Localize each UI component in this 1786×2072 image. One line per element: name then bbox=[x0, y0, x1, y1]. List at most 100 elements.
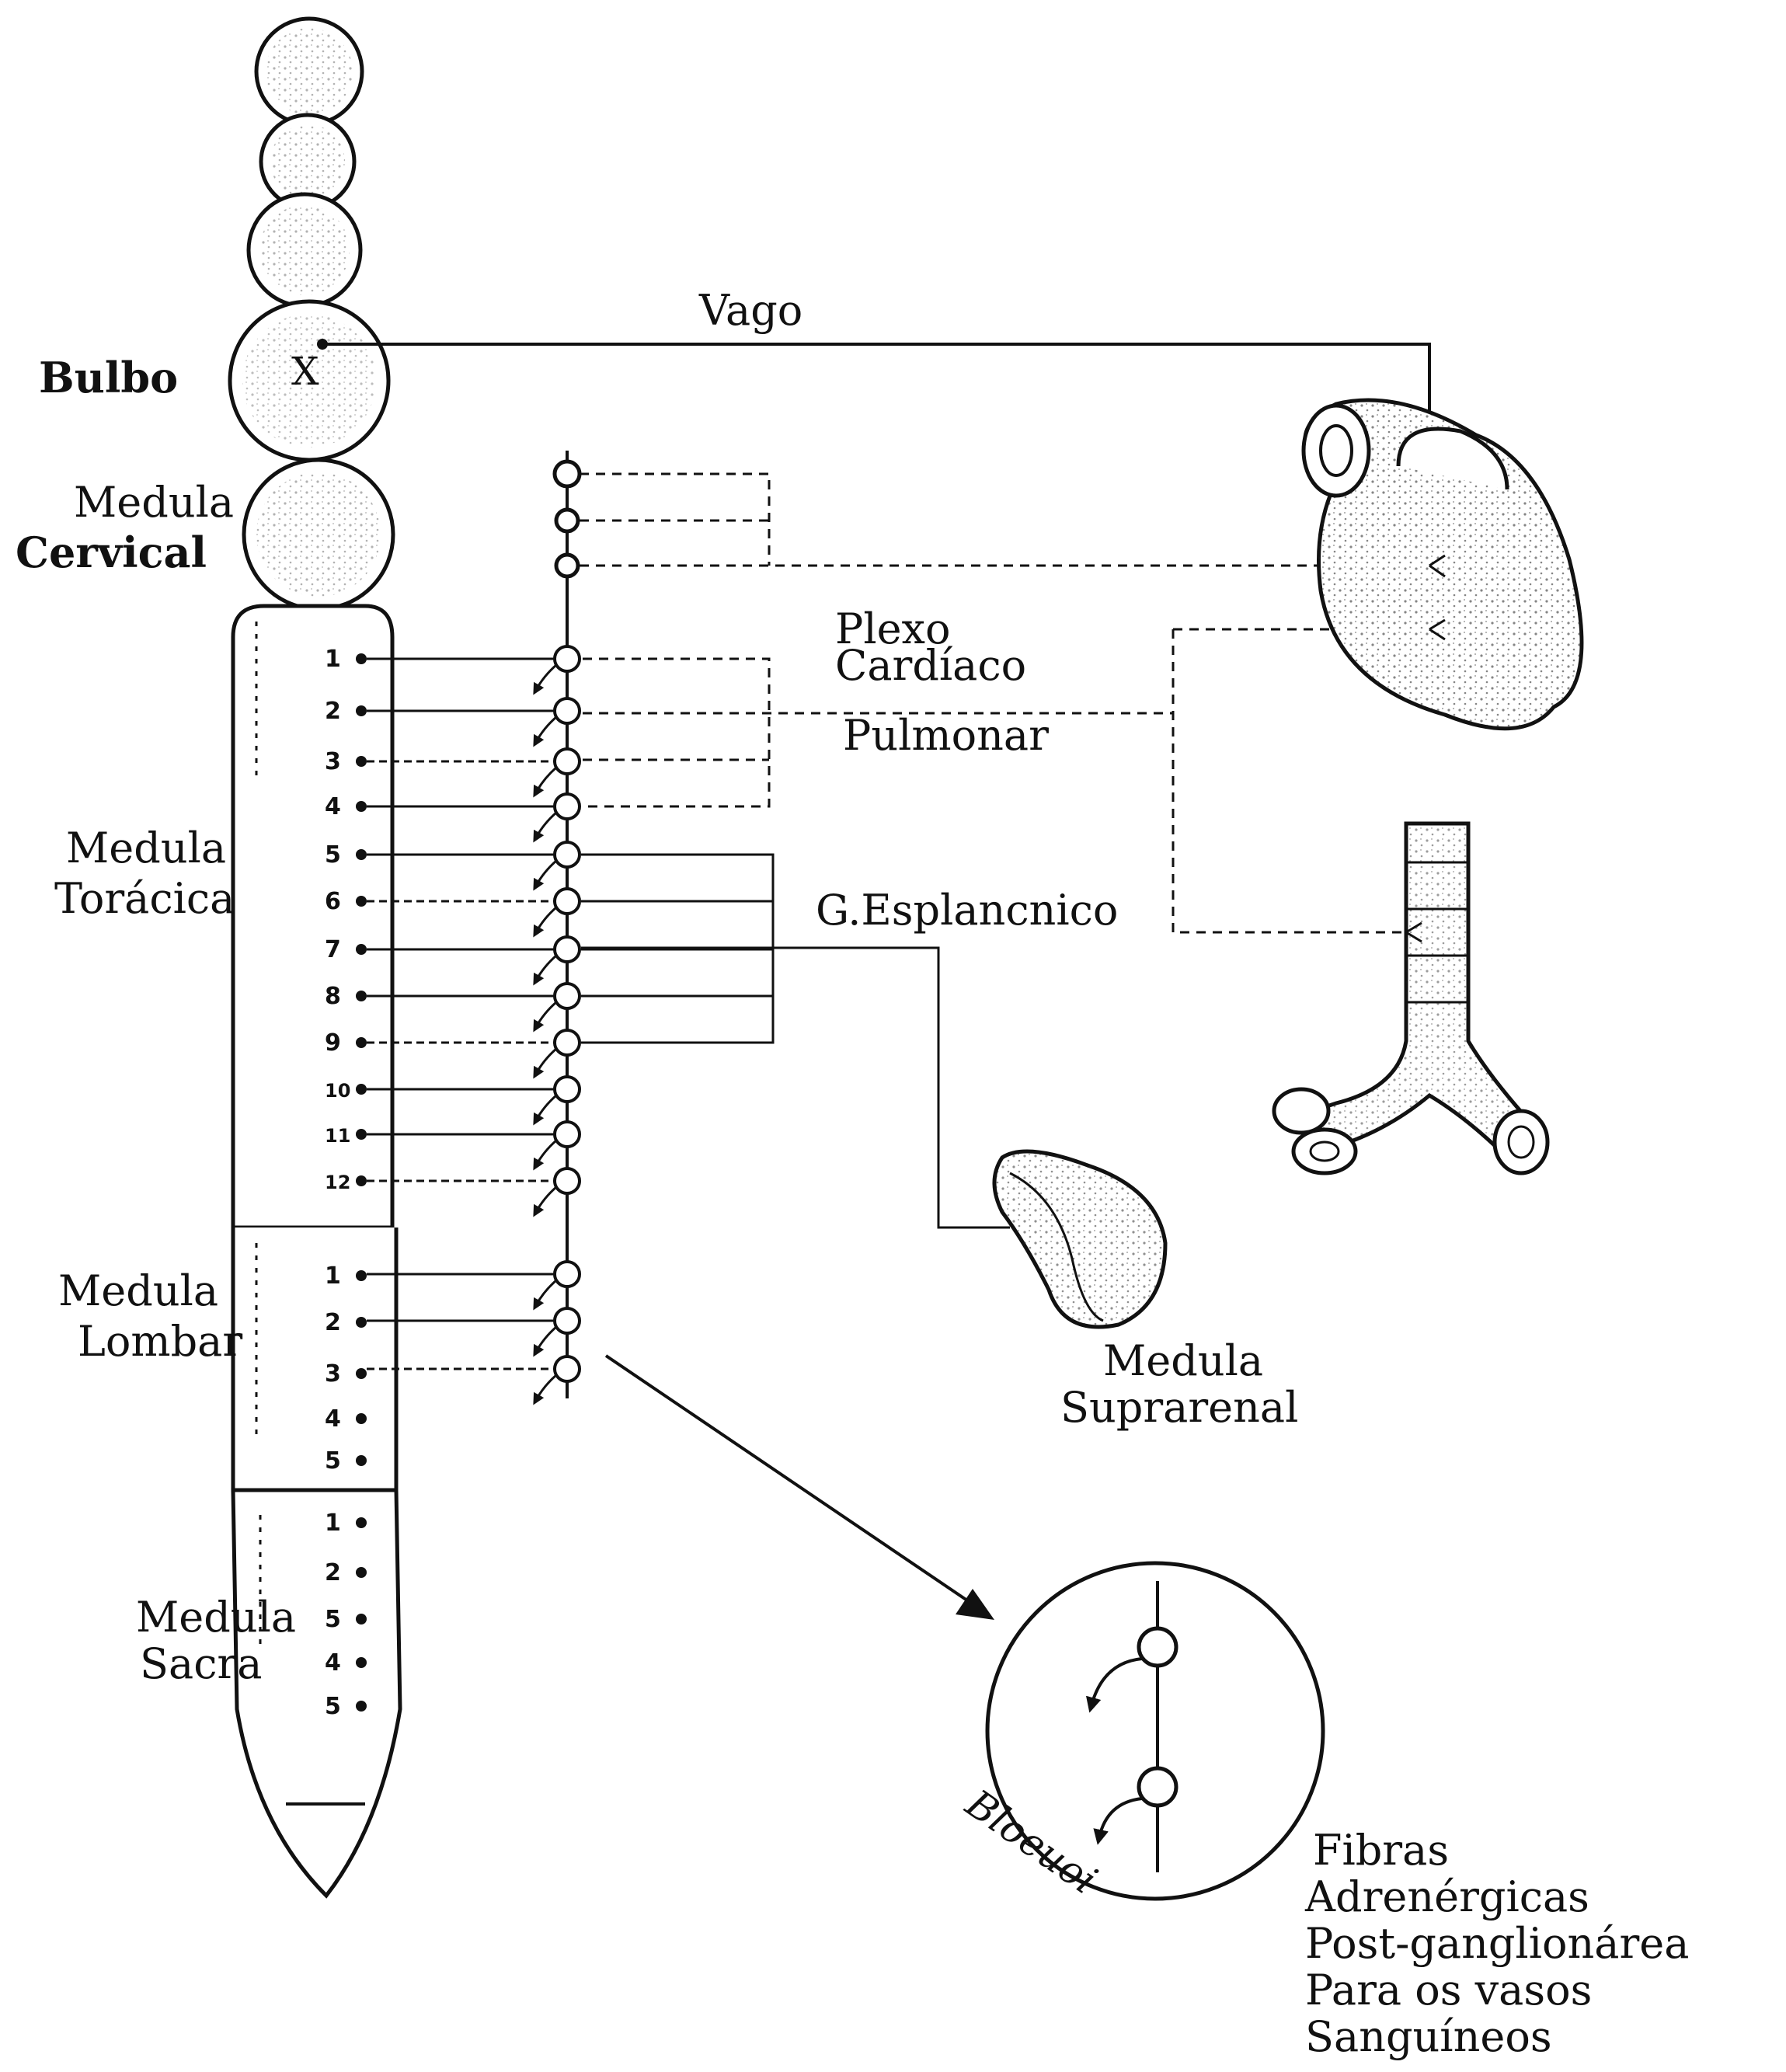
trachea-illustration bbox=[1274, 824, 1548, 1173]
chain-ganglion bbox=[555, 1262, 580, 1287]
postganglionic-arrow bbox=[536, 665, 556, 690]
sacral-segment-label: 5 bbox=[325, 1693, 341, 1720]
thoracic-segment-dot bbox=[356, 1175, 367, 1186]
lumbar-segment-label: 2 bbox=[325, 1309, 341, 1336]
thoracic-segment-dot bbox=[356, 991, 367, 1001]
lumbar-segment-dot bbox=[356, 1317, 367, 1328]
thoracic-segment-dot bbox=[356, 896, 367, 907]
thoracic-segment-label: 5 bbox=[325, 841, 341, 869]
postganglionic-arrow bbox=[536, 1049, 556, 1074]
label-sacra-1: Medula bbox=[136, 1593, 296, 1642]
label-toracica-1: Medula bbox=[66, 824, 226, 872]
postganglionic-arrow bbox=[536, 907, 556, 932]
thoracic-segment-dot bbox=[356, 944, 367, 955]
thoracic-segment-dot bbox=[356, 653, 367, 664]
thoracic-segment-dot bbox=[356, 1037, 367, 1048]
chain-ganglion bbox=[555, 842, 580, 867]
vagus-nerve: Vago bbox=[317, 286, 1429, 513]
thoracic-segment-label: 1 bbox=[325, 646, 341, 673]
postganglionic-arrow bbox=[536, 1002, 556, 1027]
chain-ganglion bbox=[555, 984, 580, 1008]
adrenal-illustration: Medula Suprarenal bbox=[994, 1151, 1298, 1432]
postganglionic-arrow bbox=[536, 768, 556, 792]
brainstem bbox=[230, 19, 393, 609]
chain-ganglion bbox=[555, 1308, 580, 1333]
postganglionic-arrow bbox=[536, 1327, 556, 1352]
chain-ganglion bbox=[555, 1077, 580, 1102]
thoracic-segment-dot bbox=[356, 1084, 367, 1095]
label-fibras-2: Adrenérgicas bbox=[1304, 1872, 1589, 1921]
thoracic-segment-label: 4 bbox=[325, 793, 341, 820]
label-esplancnico: G.Esplancnico bbox=[816, 886, 1118, 935]
label-toracica-2: Torácica bbox=[54, 874, 235, 923]
thoracic-segment-label: 2 bbox=[325, 698, 341, 725]
thoracic-segment-label: 12 bbox=[325, 1172, 350, 1193]
postganglionic-arrow bbox=[536, 1140, 556, 1165]
lumbar-segment-label: 3 bbox=[325, 1360, 341, 1388]
label-lombar-2: Lombar bbox=[78, 1317, 242, 1366]
chain-ganglion bbox=[555, 1030, 580, 1055]
label-sacra-2: Sacra bbox=[140, 1639, 262, 1688]
label-suprarenal-1: Medula bbox=[1103, 1336, 1263, 1385]
thoracic-segment-label: 7 bbox=[325, 936, 341, 963]
postganglionic-arrow bbox=[536, 813, 556, 838]
sacral-segment-dot bbox=[356, 1517, 367, 1528]
label-pulmonar: Pulmonar bbox=[843, 711, 1049, 760]
postganglionic-arrow bbox=[536, 861, 556, 886]
thoracic-segment-label: 11 bbox=[325, 1125, 350, 1147]
postganglionic-arrow bbox=[536, 1095, 556, 1120]
sympathetic-chain bbox=[555, 451, 580, 1398]
label-cardiaco: Cardíaco bbox=[835, 641, 1026, 690]
bulbo-mark: X bbox=[291, 349, 319, 394]
labels-fibras: Fibras Adrenérgicas Post-ganglionárea Pa… bbox=[1304, 1826, 1689, 2061]
chain-ganglion bbox=[555, 937, 580, 962]
sacral-segment-dot bbox=[356, 1614, 367, 1625]
sacral-segment-label: 4 bbox=[325, 1649, 341, 1677]
postganglionic-arrow bbox=[536, 1280, 556, 1305]
label-suprarenal-2: Suprarenal bbox=[1060, 1383, 1298, 1432]
thoracic-segment-dot bbox=[356, 801, 367, 812]
label-fibras-5: Sanguíneos bbox=[1305, 2012, 1552, 2061]
chain-ganglion bbox=[555, 1122, 580, 1147]
label-cervical-2: Cervical bbox=[16, 528, 207, 577]
postganglionic-arrow bbox=[536, 1375, 556, 1400]
lumbar-segment-dot bbox=[356, 1368, 367, 1379]
thoracic-segment-label: 6 bbox=[325, 888, 341, 915]
thoracic-segment-label: 3 bbox=[325, 748, 341, 775]
sacral-segment-dot bbox=[356, 1657, 367, 1668]
thoracic-segment-dot bbox=[356, 705, 367, 716]
sacral-segment-label: 5 bbox=[325, 1606, 341, 1633]
chain-ganglion bbox=[555, 1168, 580, 1193]
chain-ganglion bbox=[555, 794, 580, 819]
thoracic-segment-label: 9 bbox=[325, 1029, 341, 1057]
lumbar-segment-dot bbox=[356, 1455, 367, 1466]
sacral-segment-label: 1 bbox=[325, 1510, 341, 1537]
postganglionic-arrow bbox=[536, 717, 556, 742]
label-bulbo: Bulbo bbox=[39, 353, 178, 402]
thoracic-segment-dot bbox=[356, 1129, 367, 1140]
labels-center: Plexo Cardíaco Pulmonar G.Esplancnico bbox=[816, 604, 1118, 935]
label-fibras-4: Para os vasos bbox=[1305, 1966, 1592, 2015]
thoracic-segment-dot bbox=[356, 756, 367, 767]
postganglionic-arrow bbox=[536, 1187, 556, 1212]
chain-ganglia bbox=[536, 646, 580, 1400]
zoom-detail: Bloeuoi bbox=[606, 1356, 1323, 1903]
label-cervical-1: Medula bbox=[74, 478, 234, 527]
cervical-fibers bbox=[580, 474, 1391, 566]
postganglionic-arrow bbox=[536, 956, 556, 980]
sacral-segment-dot bbox=[356, 1567, 367, 1578]
chain-ganglion bbox=[555, 646, 580, 671]
lumbar-segment-label: 5 bbox=[325, 1447, 341, 1475]
label-lombar-1: Medula bbox=[58, 1266, 218, 1315]
lumbar-segment-label: 1 bbox=[325, 1262, 341, 1290]
lumbar-segment-dot bbox=[356, 1413, 367, 1424]
chain-ganglion bbox=[555, 1356, 580, 1381]
lumbar-segment-label: 4 bbox=[325, 1405, 341, 1433]
sacral-segment-dot bbox=[356, 1701, 367, 1712]
label-fibras-3: Post-ganglionárea bbox=[1305, 1919, 1689, 1968]
lumbar-segment-dot bbox=[356, 1270, 367, 1281]
thoracic-segment-dot bbox=[356, 849, 367, 860]
label-fibras-1: Fibras bbox=[1313, 1826, 1449, 1875]
